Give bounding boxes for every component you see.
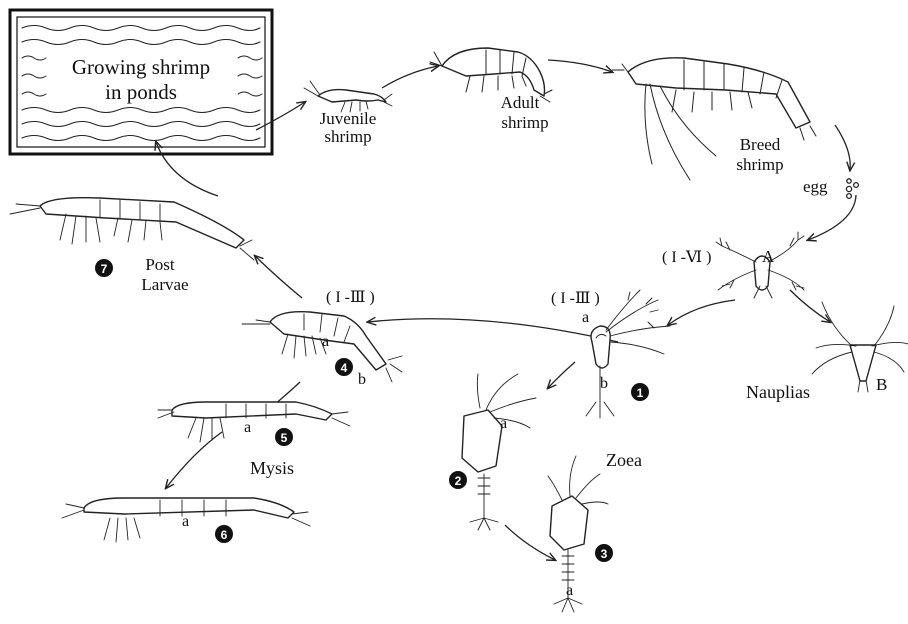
post-larvae-drawing: Post Larvae bbox=[10, 198, 254, 294]
mysis4-b-letter: b bbox=[358, 371, 366, 388]
nauplius-b-body bbox=[850, 345, 876, 381]
mysis-stage5-drawing: a Mysis bbox=[158, 402, 350, 478]
svg-text:6: 6 bbox=[221, 528, 228, 542]
arrow-juvenile-to-adult bbox=[382, 66, 438, 88]
mysis-stage4-drawing: ( I -Ⅲ ) a b bbox=[242, 289, 402, 388]
svg-text:5: 5 bbox=[281, 431, 288, 445]
mysis-name-label: Mysis bbox=[250, 458, 294, 478]
zoea-b-letter: b bbox=[600, 375, 608, 392]
breed-shrimp-drawing: Breed shrimp bbox=[612, 58, 816, 180]
adult-shrimp-drawing: Adult shrimp bbox=[430, 48, 552, 132]
marker-4: 4 bbox=[335, 358, 353, 376]
zoea-name-label: Zoea bbox=[606, 450, 642, 470]
zoea-a-letter: a bbox=[582, 309, 589, 326]
svg-text:7: 7 bbox=[101, 262, 108, 276]
zoea2-a-letter: a bbox=[500, 415, 507, 432]
svg-text:2: 2 bbox=[455, 474, 462, 488]
arrow-adult-to-breed bbox=[548, 60, 612, 72]
marker-5: 5 bbox=[275, 428, 293, 446]
juvenile-label-line1: Juvenile bbox=[320, 109, 377, 128]
adult-label-line2: shrimp bbox=[501, 113, 548, 132]
nauplius-name-label: Nauplias bbox=[746, 382, 810, 402]
zoea3-a-letter: a bbox=[566, 582, 573, 599]
breed-label-line1: Breed bbox=[740, 135, 781, 154]
nauplius-drawings: ( I -Ⅵ ) A B Nauplias bbox=[662, 232, 908, 402]
svg-text:1: 1 bbox=[637, 386, 644, 400]
breed-label-line2: shrimp bbox=[736, 155, 783, 174]
arrow-zoea2-to-zoea3 bbox=[505, 525, 555, 560]
arrow-breed-to-egg bbox=[835, 125, 850, 170]
post-larvae-label-line1: Post bbox=[145, 255, 175, 274]
mysis4-a-letter: a bbox=[322, 333, 329, 350]
mysis6-a-letter: a bbox=[182, 513, 189, 530]
zoea-stage3-drawing: a Zoea bbox=[548, 450, 642, 612]
nauplius-b-letter: B bbox=[876, 375, 887, 394]
mysis5-a-letter: a bbox=[244, 419, 251, 436]
egg-label: egg bbox=[803, 177, 828, 196]
nauplius-roman-label: ( I -Ⅵ ) bbox=[662, 249, 711, 266]
arrow-mysis5-to-mysis6 bbox=[166, 432, 222, 488]
marker-1: 1 bbox=[631, 383, 649, 401]
arrow-egg-to-nauplius bbox=[808, 195, 856, 240]
marker-7: 7 bbox=[95, 259, 113, 277]
egg-drawing: egg bbox=[803, 177, 858, 198]
arrow-nauplius-to-zoea bbox=[668, 300, 735, 325]
arrow-zoea1-to-zoea2 bbox=[548, 362, 575, 388]
zoea-stage2-drawing: a bbox=[462, 374, 536, 530]
juvenile-label-line2: shrimp bbox=[324, 127, 371, 146]
zoea-stage1-drawing: ( I -Ⅲ ) a b bbox=[551, 290, 670, 418]
svg-text:3: 3 bbox=[601, 547, 608, 561]
post-larvae-label-line2: Larvae bbox=[141, 275, 188, 294]
pond-box: Growing shrimp in ponds bbox=[10, 10, 272, 154]
adult-label-line1: Adult bbox=[501, 93, 540, 112]
marker-6: 6 bbox=[215, 525, 233, 543]
zoea-roman-label: ( I -Ⅲ ) bbox=[551, 290, 600, 307]
arrow-zoea-to-mysis bbox=[368, 319, 618, 342]
pond-box-title-line1: Growing shrimp bbox=[72, 55, 210, 79]
marker-2: 2 bbox=[449, 471, 467, 489]
mysis-stage6-drawing: a bbox=[62, 498, 310, 542]
mysis-roman-label: ( I -Ⅲ ) bbox=[326, 289, 375, 306]
arrow-mysis-to-post-larvae bbox=[255, 256, 302, 298]
svg-text:4: 4 bbox=[341, 361, 348, 375]
marker-3: 3 bbox=[595, 544, 613, 562]
juvenile-shrimp-drawing: Juvenile shrimp bbox=[304, 81, 392, 146]
pond-box-title-line2: in ponds bbox=[105, 80, 177, 104]
nauplius-a-letter: A bbox=[762, 247, 775, 266]
